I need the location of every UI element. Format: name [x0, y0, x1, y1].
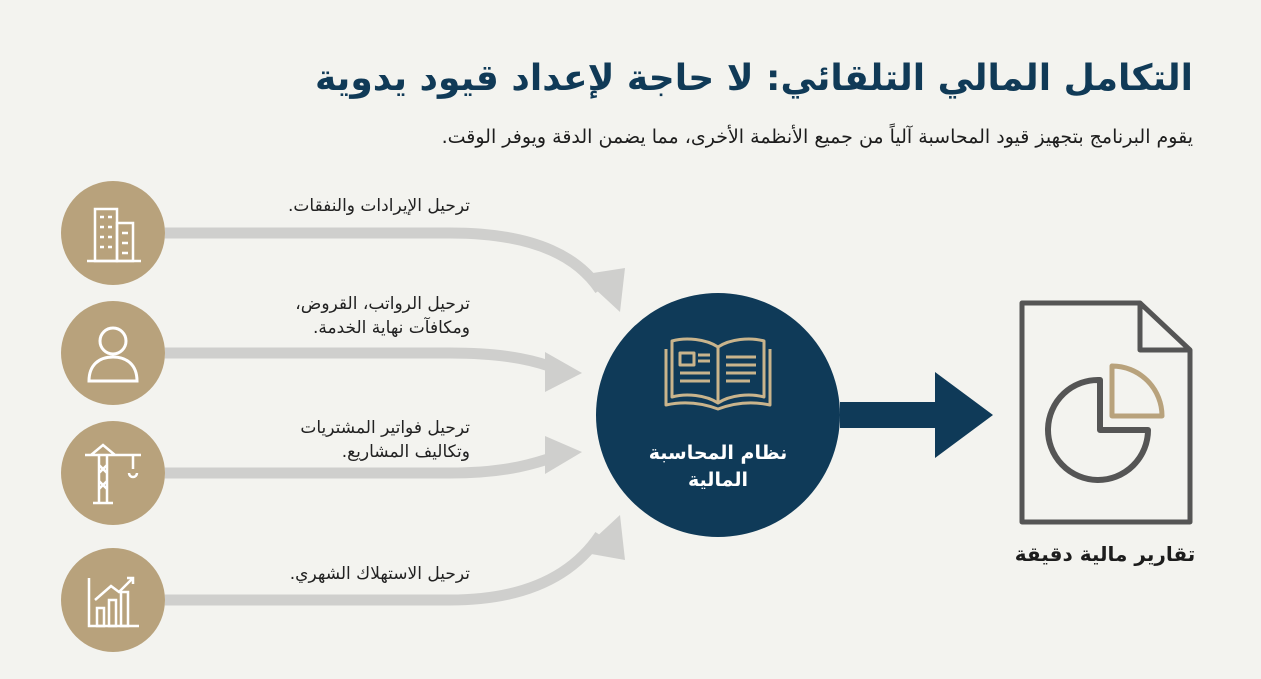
page-subtitle: يقوم البرنامج بتجهيز قيود المحاسبة آلياً…	[441, 126, 1193, 148]
label-line: نظام المحاسبة	[648, 442, 788, 464]
bar-chart-icon	[87, 576, 139, 628]
output-arrow	[840, 372, 993, 458]
building-icon	[87, 207, 141, 263]
flow-arrow-2	[165, 347, 563, 376]
label-line: المالية	[688, 469, 748, 491]
arrowhead-1	[580, 268, 625, 312]
flow-arrow-1	[165, 227, 605, 294]
source-label-1: ترحيل الإيرادات والنفقات.	[210, 194, 470, 218]
crane-icon	[85, 443, 141, 505]
source-label-3: ترحيل فواتير المشتريات وتكاليف المشاريع.	[210, 416, 470, 464]
label-line: ترحيل الإيرادات والنفقات.	[287, 196, 470, 216]
source-payroll	[61, 301, 165, 405]
label-line: ترحيل الاستهلاك الشهري.	[289, 564, 470, 584]
label-line: ترحيل فواتير المشتريات	[300, 418, 470, 438]
label-line: ترحيل الرواتب، القروض،	[295, 294, 470, 314]
source-label-2: ترحيل الرواتب، القروض، ومكافآت نهاية الخد…	[210, 292, 470, 340]
accounting-system-hub	[596, 293, 840, 537]
source-purchases-projects	[61, 421, 165, 525]
arrowhead-2	[545, 352, 582, 392]
person-icon	[87, 326, 139, 383]
arrowhead-4	[580, 515, 625, 560]
open-book-icon	[664, 337, 772, 411]
label-line: ومكافآت نهاية الخدمة.	[312, 318, 470, 338]
source-label-4: ترحيل الاستهلاك الشهري.	[210, 562, 470, 586]
center-label: نظام المحاسبة المالية	[596, 440, 840, 494]
arrowhead-3	[545, 436, 582, 474]
source-depreciation	[61, 548, 165, 652]
output-label: تقارير مالية دقيقة	[1014, 542, 1196, 566]
source-revenue-expenses	[61, 181, 165, 285]
pie-chart-document-icon	[1019, 300, 1193, 525]
label-line: وتكاليف المشاريع.	[341, 442, 470, 462]
page-title: التكامل المالي التلقائي: لا حاجة لإعداد …	[314, 58, 1193, 99]
